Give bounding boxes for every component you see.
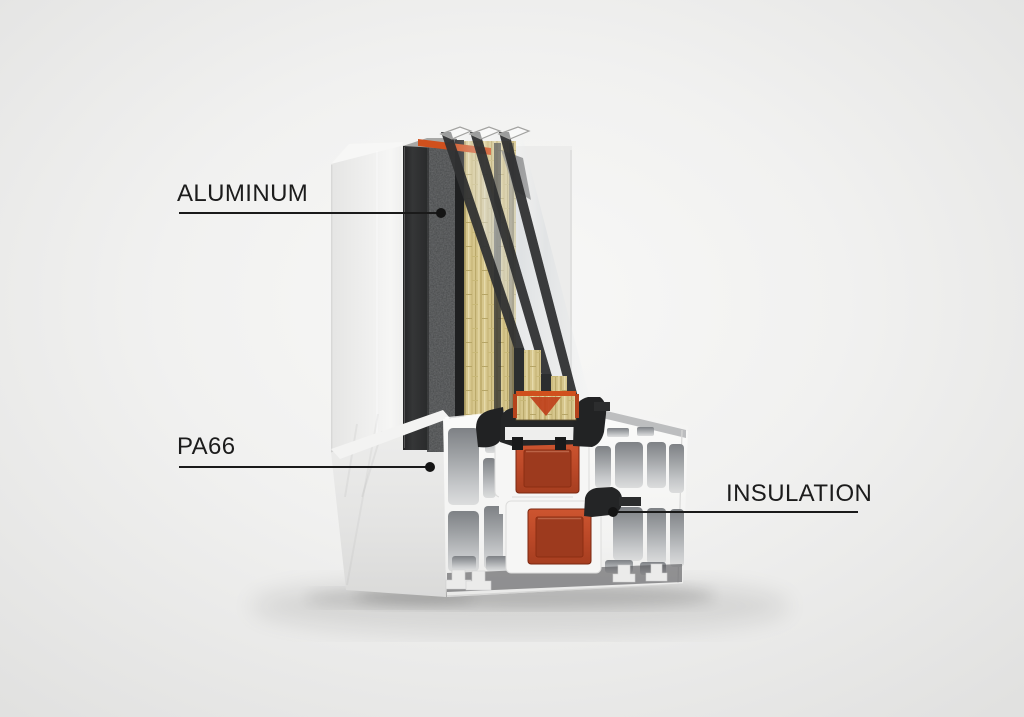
glass-top-edges [439, 126, 531, 140]
profile-chambers [448, 427, 684, 575]
aluminum-leader-line [179, 212, 442, 214]
bottom-profile [331, 402, 688, 597]
profile-feet [445, 563, 668, 591]
red-tube-inner [535, 516, 584, 558]
triple-glazing [439, 126, 590, 399]
sash-frame-band [403, 139, 427, 450]
outer-frame-column [331, 142, 404, 452]
top-face-left [331, 410, 450, 459]
glass-pane-3 [499, 132, 590, 399]
insulation-leader-line [611, 511, 858, 513]
aluminum-foam-layer [403, 138, 457, 452]
aluminum-label: ALUMINUM [177, 180, 309, 207]
glazing-spacer [513, 391, 579, 421]
separator-strip [455, 140, 464, 452]
pa66-label: PA66 [177, 433, 236, 460]
red-tube-inner [523, 449, 572, 488]
insulation-label: INSULATION [726, 480, 873, 507]
aluminum-leader-dot [436, 208, 446, 218]
insulation-leader-dot [608, 507, 618, 517]
pa66-leader-dot [425, 462, 435, 472]
top-face-right [592, 402, 688, 431]
top-right-recess [594, 408, 686, 438]
pa66-leader-line [179, 466, 431, 468]
thermal-break-lower [505, 500, 602, 574]
